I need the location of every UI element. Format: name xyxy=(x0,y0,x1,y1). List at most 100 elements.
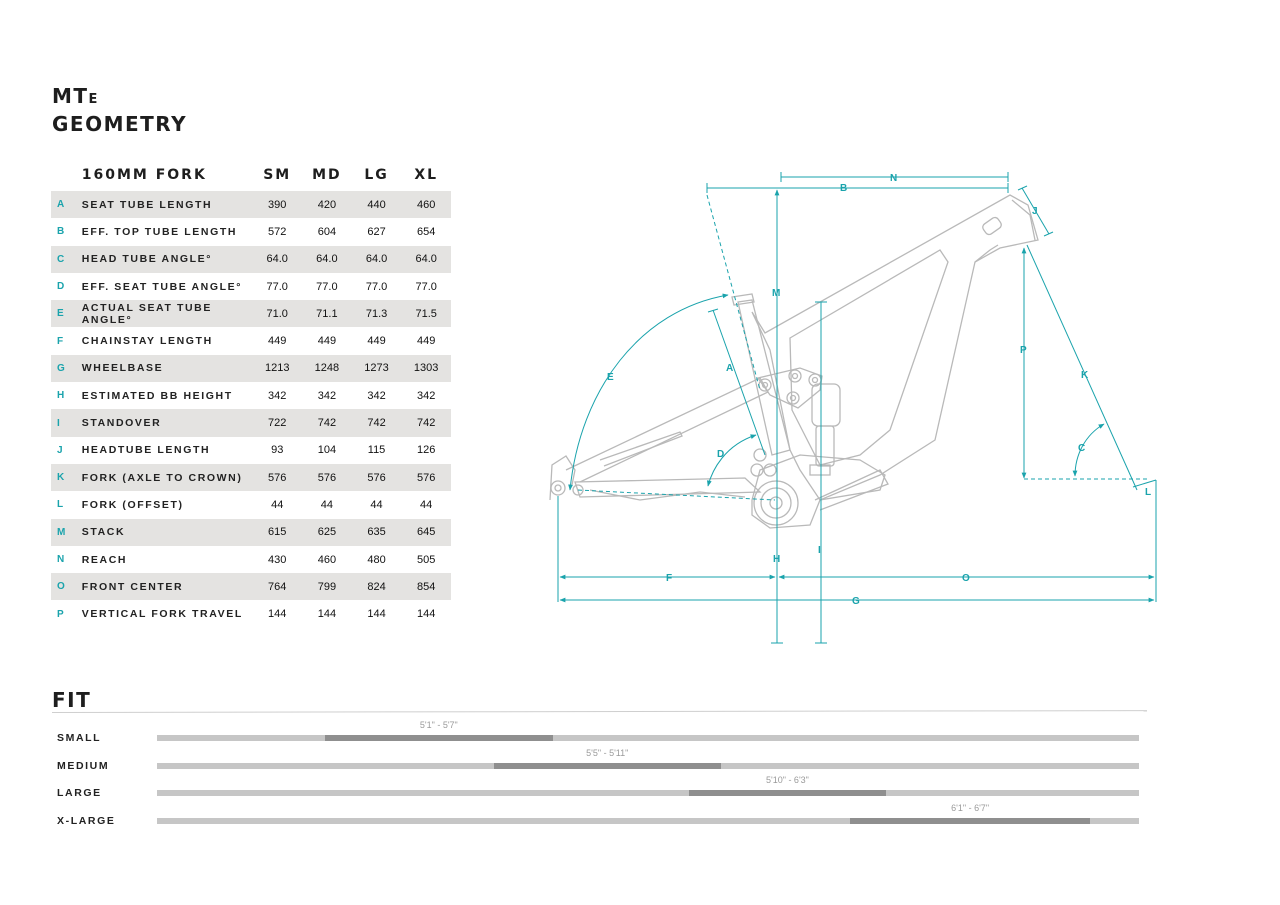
row-value: 44 xyxy=(420,498,433,511)
fit-height-range: 5'5" - 5'11" xyxy=(586,748,629,758)
row-value: 742 xyxy=(351,409,402,437)
row-label: SEAT TUBE LENGTH xyxy=(81,191,253,219)
dim-label-g: G xyxy=(852,596,860,607)
row-value: 1248 xyxy=(302,354,352,383)
row-value: 572 xyxy=(268,225,287,238)
row-label: ACTUAL SEAT TUBE ANGLE° xyxy=(81,300,253,328)
row-value: 115 xyxy=(367,444,386,457)
row-value: 77.0 xyxy=(365,280,388,293)
row-value: 1273 xyxy=(351,354,402,383)
fork-header: 160MM FORK xyxy=(81,166,207,183)
row-value: 342 xyxy=(416,389,436,402)
row-letter: D xyxy=(57,281,65,293)
fit-title: FIT xyxy=(52,688,92,712)
row-letter: P xyxy=(57,608,64,620)
table-header-row: 160MM FORK SM MD LG XL xyxy=(51,158,451,191)
row-value: 144 xyxy=(416,608,436,621)
dim-label-c: C xyxy=(1078,443,1085,454)
row-value: 44 xyxy=(320,498,334,511)
row-value: 104 xyxy=(317,444,337,457)
row-value: 764 xyxy=(252,573,303,601)
row-label: WHEELBASE xyxy=(81,354,253,383)
fit-range-bar xyxy=(850,818,1090,824)
row-value: 799 xyxy=(302,573,352,601)
fit-size-label: X-LARGE xyxy=(57,815,116,827)
dim-label-m: M xyxy=(772,288,780,299)
row-value: 576 xyxy=(401,463,451,492)
row-label: EFF. SEAT TUBE ANGLE° xyxy=(81,280,243,293)
fit-row: SMALL 5'1" - 5'7" xyxy=(0,720,1280,752)
row-label: STANDOVER xyxy=(81,409,253,437)
row-value: 77.0 xyxy=(316,280,338,293)
fit-track: 6'1" - 6'7" xyxy=(157,803,1139,824)
fit-height-range: 5'10" - 6'3" xyxy=(766,775,809,785)
row-value: 64.0 xyxy=(351,245,402,273)
dim-label-i: I xyxy=(818,545,821,556)
row-label: FORK (OFFSET) xyxy=(81,498,184,511)
row-value: 64.0 xyxy=(401,245,451,273)
title-geometry: GEOMETRY xyxy=(52,112,188,136)
title-model: MT xyxy=(52,84,89,108)
row-value: 71.3 xyxy=(351,300,402,328)
fit-range-bar xyxy=(324,735,553,741)
fit-range-bar xyxy=(689,790,886,796)
dim-label-f: F xyxy=(666,573,672,584)
row-label: STACK xyxy=(81,518,253,546)
dimension-letters: A B C D E F G H I J K L M N O P xyxy=(607,173,1151,607)
fit-height-range: 5'1" - 5'7" xyxy=(419,720,458,730)
row-value: 71.1 xyxy=(302,300,352,328)
row-value: 449 xyxy=(317,335,337,348)
fit-size-label: SMALL xyxy=(57,732,102,744)
size-header: MD xyxy=(312,166,342,183)
row-label: HEADTUBE LENGTH xyxy=(81,444,211,457)
row-label: ESTIMATED BB HEIGHT xyxy=(81,389,233,402)
row-value: 824 xyxy=(351,573,402,601)
row-value: 854 xyxy=(401,573,451,601)
row-value: 449 xyxy=(268,335,287,348)
row-value: 742 xyxy=(302,409,352,437)
row-value: 604 xyxy=(317,225,337,238)
fit-row: LARGE 5'10" - 6'3" xyxy=(0,775,1280,807)
fit-track: 5'5" - 5'11" xyxy=(157,748,1139,769)
row-value: 64.0 xyxy=(252,245,303,273)
dim-label-p: P xyxy=(1020,345,1027,356)
dim-label-b: B xyxy=(840,183,847,194)
row-value: 342 xyxy=(367,389,386,402)
fit-size-label: LARGE xyxy=(57,787,102,799)
row-value: 635 xyxy=(351,518,402,546)
row-letter: G xyxy=(51,354,82,383)
row-letter: K xyxy=(51,463,82,492)
dim-label-n: N xyxy=(890,173,897,184)
row-value: 722 xyxy=(252,409,303,437)
row-value: 440 xyxy=(351,191,402,219)
row-letter: F xyxy=(57,335,64,347)
fit-row: X-LARGE 6'1" - 6'7" xyxy=(0,803,1280,835)
row-letter: L xyxy=(57,499,64,511)
dim-label-l: L xyxy=(1145,487,1151,498)
row-label: REACH xyxy=(81,553,128,566)
page-title: MTE GEOMETRY xyxy=(52,84,187,136)
row-value: 576 xyxy=(252,463,303,492)
row-value: 654 xyxy=(416,225,436,238)
dim-label-o: O xyxy=(962,573,970,584)
row-value: 64.0 xyxy=(302,245,352,273)
row-value: 93 xyxy=(271,444,284,457)
fit-track: 5'1" - 5'7" xyxy=(157,720,1139,741)
row-value: 71.5 xyxy=(401,300,451,328)
row-value: 615 xyxy=(252,518,303,546)
